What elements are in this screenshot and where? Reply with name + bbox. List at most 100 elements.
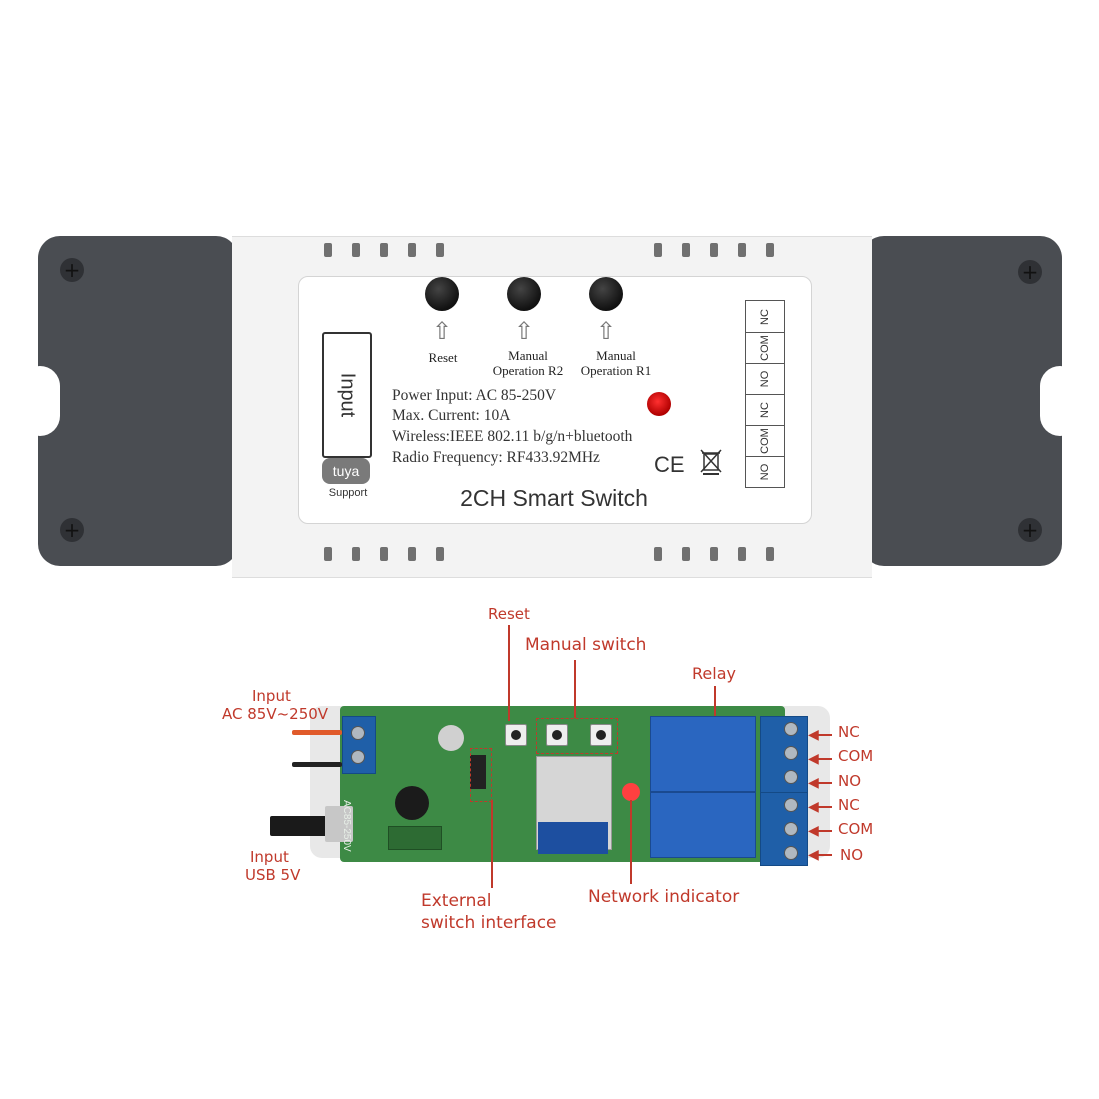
vent-slot: [766, 547, 774, 561]
callout-input-ac-title: Input: [252, 687, 291, 705]
screw-icon: +: [1018, 260, 1042, 284]
network-indicator-led: [622, 783, 640, 801]
terminal-callout-no: NO: [838, 772, 862, 790]
vent-slot: [682, 547, 690, 561]
terminal-label: COM: [759, 334, 771, 361]
vent-slot: [682, 243, 690, 257]
callout-input-usb-title: Input: [250, 848, 289, 866]
terminal-label: NO: [759, 463, 771, 480]
red-wire: [292, 730, 342, 735]
callout-line: [818, 854, 832, 856]
vent-slot: [436, 243, 444, 257]
black-wire: [292, 762, 342, 767]
capacitor: [395, 786, 429, 820]
callout-manual-switch: Manual switch: [525, 635, 647, 655]
spec-radio-frequency: Radio Frequency: RF433.92MHz: [392, 449, 600, 466]
callout-line: [818, 758, 832, 760]
terminal-label: NC: [759, 401, 771, 418]
callout-network-indicator: Network indicator: [588, 887, 740, 907]
vent-slot: [408, 243, 416, 257]
reset-button[interactable]: [425, 277, 459, 311]
callout-line: [818, 782, 832, 784]
terminal-label: NC: [759, 308, 771, 325]
vent-slot: [324, 243, 332, 257]
vent-slot: [654, 243, 662, 257]
terminal-screw-icon: [784, 846, 798, 860]
left-mounting-bracket: + +: [20, 236, 238, 566]
vent-slot: [738, 547, 746, 561]
usb-plug: [325, 806, 353, 842]
callout-line: [574, 660, 576, 718]
vent-slot: [710, 243, 718, 257]
arrow-up-icon: ⇧: [513, 317, 535, 345]
terminal-label: NO: [759, 370, 771, 387]
vent-slot: [324, 547, 332, 561]
callout-input-usb-value: USB 5V: [245, 866, 301, 884]
bracket-notch: [1040, 366, 1080, 436]
terminal-callout-no: NO: [840, 846, 864, 864]
bracket-notch: [20, 366, 60, 436]
callout-input-ac-value: AC 85V~250V: [222, 705, 329, 723]
manual-tact-switch-1[interactable]: [546, 724, 568, 746]
tuya-logo: tuya: [322, 458, 370, 484]
reset-button-label: Reset: [428, 350, 458, 365]
screw-icon: +: [60, 518, 84, 542]
terminal-screw-icon: [784, 770, 798, 784]
terminal-screw-icon: [784, 798, 798, 812]
vent-slot: [380, 243, 388, 257]
vent-slot: [352, 243, 360, 257]
manual-operation-r2-button[interactable]: [507, 277, 541, 311]
callout-line: [818, 830, 832, 832]
callout-external-1: External: [421, 891, 492, 911]
terminal-callout-nc: NC: [838, 796, 860, 814]
vent-slot: [710, 547, 718, 561]
terminal-screw-icon: [784, 722, 798, 736]
callout-reset: Reset: [488, 605, 530, 623]
callout-relay: Relay: [692, 664, 736, 683]
manual-tact-switch-2[interactable]: [590, 724, 612, 746]
input-port-label: Input: [322, 332, 372, 458]
callout-line: [491, 800, 493, 888]
vent-slot: [352, 547, 360, 561]
pcb-silkscreen-label: AC85-250V: [341, 800, 352, 852]
terminal-callout-com: COM: [838, 820, 874, 838]
module-base: [538, 822, 608, 854]
terminal-screw-icon: [784, 746, 798, 760]
arrow-left-icon: ◀: [808, 823, 819, 839]
spec-max-current: Max. Current: 10A: [392, 407, 511, 424]
terminal-label-column: NC COM NO NC COM NO: [745, 300, 785, 488]
manual-r2-label: Manual Operation R2: [492, 348, 564, 378]
status-led: [647, 392, 671, 416]
vent-slot: [436, 547, 444, 561]
reset-tact-switch[interactable]: [505, 724, 527, 746]
vent-slot: [654, 547, 662, 561]
callout-line: [714, 686, 716, 716]
vent-slot: [738, 243, 746, 257]
arrow-left-icon: ◀: [808, 847, 819, 863]
terminal-screw-icon: [784, 822, 798, 836]
vent-slot: [766, 243, 774, 257]
callout-line: [818, 806, 832, 808]
screw-icon: +: [1018, 518, 1042, 542]
manual-operation-r1-button[interactable]: [589, 277, 623, 311]
callout-line: [818, 734, 832, 736]
terminal-label: COM: [759, 427, 771, 454]
vent-slot: [408, 547, 416, 561]
weee-bin-icon: [700, 449, 722, 475]
right-mounting-bracket: + +: [862, 236, 1080, 566]
tuya-support-text: Support: [328, 487, 368, 499]
usb-cable: [270, 816, 340, 836]
external-switch-highlight: [470, 748, 492, 802]
spec-power-input: Power Input: AC 85-250V: [392, 387, 557, 404]
arrow-left-icon: ◀: [808, 799, 819, 815]
rf-module: [388, 826, 442, 850]
ce-mark: CE: [654, 452, 685, 477]
callout-external-2: switch interface: [421, 913, 557, 933]
model-name: 2CH Smart Switch: [460, 485, 648, 511]
relay-1: [650, 716, 756, 792]
spec-wireless: Wireless:IEEE 802.11 b/g/n+bluetooth: [392, 428, 633, 445]
screw-icon: +: [60, 258, 84, 282]
input-terminal-block: [342, 716, 376, 774]
capacitor: [438, 725, 464, 751]
manual-r1-label: Manual Operation R1: [580, 348, 652, 378]
